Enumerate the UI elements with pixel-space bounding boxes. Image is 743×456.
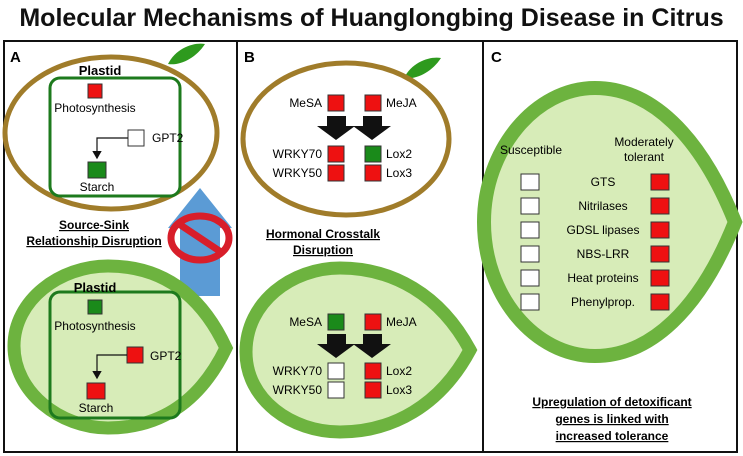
arrow-down-icon xyxy=(317,116,355,140)
gpt2-indicator-infected xyxy=(126,346,144,364)
wrky70-indicator-infected xyxy=(327,362,345,380)
lox3-indicator xyxy=(364,164,382,182)
prohibition-slash xyxy=(177,221,223,255)
gene-label: GTS xyxy=(591,175,616,189)
starch-label-infected: Starch xyxy=(79,401,114,415)
susceptible-indicator xyxy=(520,173,540,191)
starch-label: Starch xyxy=(80,180,115,194)
panel-c-caption-line3: increased tolerance xyxy=(556,429,669,443)
panel-b-letter: B xyxy=(244,49,255,66)
susceptible-indicator xyxy=(520,245,540,263)
plastid-label: Plastid xyxy=(79,63,122,78)
meja-indicator-infected xyxy=(364,313,382,331)
arrow-down-icon xyxy=(353,334,391,358)
leaf-infected-b: MeSA MeJA WRKY70 Lox2 WRKY50 Lox3 xyxy=(239,261,478,439)
meja-label-infected: MeJA xyxy=(386,315,417,329)
fruit-healthy: Plastid Photosynthesis GPT2 Starch xyxy=(2,43,220,212)
panel-c-caption-line2: genes is linked with xyxy=(555,412,668,426)
mesa-indicator-infected xyxy=(327,313,345,331)
leaf-outline-c xyxy=(476,80,743,364)
meja-indicator xyxy=(364,94,382,112)
panel-a-caption-line1: Source-Sink xyxy=(59,218,129,232)
panel-a-letter: A xyxy=(10,49,21,66)
panel-c: C Susceptible Moderately tolerant GTS Nit… xyxy=(476,49,743,443)
figure-frame xyxy=(3,40,738,453)
gene-label: Nitrilases xyxy=(578,199,627,213)
plastid-label-infected: Plastid xyxy=(74,280,117,295)
panel-c-letter: C xyxy=(491,49,502,66)
susceptible-indicator xyxy=(520,293,540,311)
photosynthesis-indicator xyxy=(87,83,103,99)
gene-label: NBS-LRR xyxy=(577,247,630,261)
wrky50-label: WRKY50 xyxy=(273,166,323,180)
arrow-down-icon xyxy=(317,334,355,358)
wrky70-label: WRKY70 xyxy=(273,147,323,161)
starch-indicator-infected xyxy=(86,382,106,400)
plastid-box xyxy=(48,76,182,198)
susceptible-indicator xyxy=(520,197,540,215)
susceptible-indicator xyxy=(520,269,540,287)
wrky70-indicator xyxy=(327,145,345,163)
panel-b-caption-line2: Disruption xyxy=(293,243,353,257)
plastid-box-infected xyxy=(48,290,182,420)
leaf-stem-icon xyxy=(168,43,205,65)
panel-a: A Plastid Photosynthesis GPT2 Starch Sou… xyxy=(2,43,234,435)
gene-label: Phenylprop. xyxy=(571,295,635,309)
tolerant-indicator xyxy=(650,173,670,191)
wrky70-label-infected: WRKY70 xyxy=(273,364,323,378)
mesa-indicator xyxy=(327,94,345,112)
gpt2-arrow-infected xyxy=(92,354,127,380)
fruit-outline-b xyxy=(240,60,452,218)
starch-indicator xyxy=(87,161,107,179)
panel-b: B MeSA MeJA WRKY70 Lox2 WRKY50 Lox3 xyxy=(239,49,478,439)
tolerant-indicator xyxy=(650,221,670,239)
tolerant-indicator xyxy=(650,293,670,311)
lox3-indicator-infected xyxy=(364,381,382,399)
gene-label: GDSL lipases xyxy=(567,223,640,237)
tolerant-header-line1: Moderately xyxy=(614,135,673,149)
gpt2-arrow xyxy=(92,137,128,160)
lox2-indicator-infected xyxy=(364,362,382,380)
tolerant-indicator xyxy=(650,269,670,287)
gpt2-indicator xyxy=(127,129,145,147)
tolerant-indicator xyxy=(650,197,670,215)
fruit-healthy-b: MeSA MeJA WRKY70 Lox2 WRKY50 Lox3 xyxy=(240,57,452,218)
wrky50-indicator-infected xyxy=(327,381,345,399)
susceptible-header: Susceptible xyxy=(500,143,562,157)
wrky50-label-infected: WRKY50 xyxy=(273,383,323,397)
gene-label: Heat proteins xyxy=(567,271,638,285)
blocked-flow-arrow xyxy=(167,188,233,296)
mesa-label-infected: MeSA xyxy=(289,315,322,329)
figure-title: Molecular Mechanisms of Huanglongbing Di… xyxy=(19,4,724,32)
photosynthesis-indicator-infected xyxy=(87,299,103,315)
lox3-label: Lox3 xyxy=(386,166,412,180)
photosynthesis-label-infected: Photosynthesis xyxy=(54,319,135,333)
mesa-label: MeSA xyxy=(289,96,322,110)
susceptible-indicator xyxy=(520,221,540,239)
panel-c-caption-line1: Upregulation of detoxificant xyxy=(532,395,691,409)
gpt2-label-infected: GPT2 xyxy=(150,349,182,363)
tolerant-header-line2: tolerant xyxy=(624,150,665,164)
meja-label: MeJA xyxy=(386,96,417,110)
leaf-outline-b xyxy=(239,261,478,439)
lox2-label-infected: Lox2 xyxy=(386,364,412,378)
photosynthesis-label: Photosynthesis xyxy=(54,101,135,115)
leaf-stem-icon xyxy=(404,57,441,79)
lox2-label: Lox2 xyxy=(386,147,412,161)
lox3-label-infected: Lox3 xyxy=(386,383,412,397)
panel-divider-ab xyxy=(236,40,238,453)
panel-a-caption-line2: Relationship Disruption xyxy=(26,234,161,248)
gpt2-label: GPT2 xyxy=(152,131,184,145)
tolerant-indicator xyxy=(650,245,670,263)
prohibition-icon xyxy=(167,212,233,264)
lox2-indicator xyxy=(364,145,382,163)
wrky50-indicator xyxy=(327,164,345,182)
leaf-outline xyxy=(7,259,234,435)
panel-b-caption-line1: Hormonal Crosstalk xyxy=(266,227,380,241)
arrow-down-icon xyxy=(353,116,391,140)
leaf-infected: Plastid Photosynthesis GPT2 Starch xyxy=(7,259,234,435)
